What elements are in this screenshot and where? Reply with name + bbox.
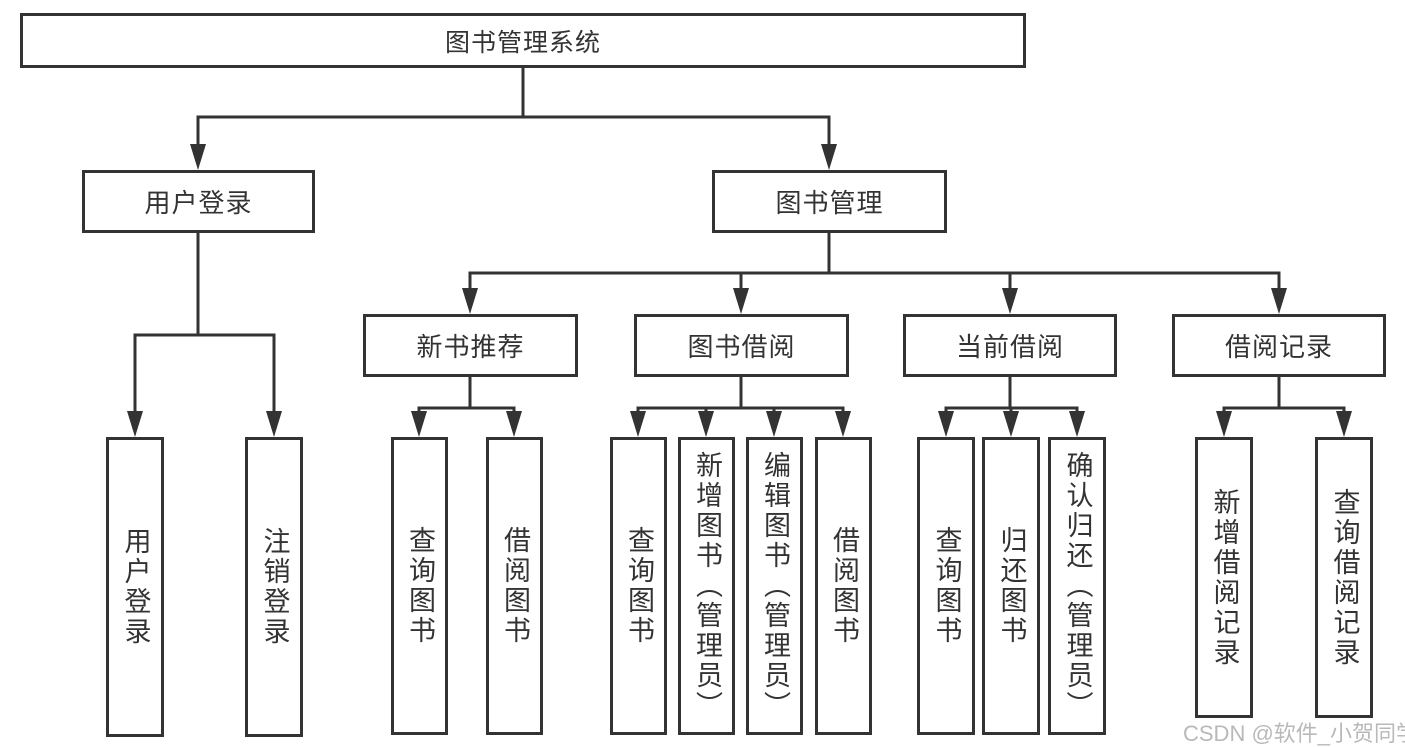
leaf-borrow-add-admin: 新增图书（管理员） — [678, 437, 735, 735]
csdn-watermark: CSDN @软件_小贺同学 — [1183, 721, 1405, 746]
node-user-login-label: 用户登录 — [144, 188, 253, 218]
node-book-management: 图书管理 — [712, 170, 947, 233]
leaf-current-return: 归还图书 — [982, 437, 1040, 735]
node-user-login: 用户登录 — [82, 170, 315, 233]
leaf-user-login: 用户登录 — [106, 437, 164, 737]
leaf-records-add: 新增借阅记录 — [1195, 437, 1253, 718]
leaf-records-query-label: 查询借阅记录 — [1329, 487, 1360, 668]
leaf-borrow-book: 借阅图书 — [815, 437, 872, 735]
leaf-newbooks-borrow: 借阅图书 — [486, 437, 543, 735]
node-current-borrow: 当前借阅 — [903, 314, 1117, 377]
leaf-borrow-add-admin-label: 新增图书（管理员） — [692, 451, 722, 721]
leaf-user-login-label: 用户登录 — [120, 527, 151, 647]
node-root-label: 图书管理系统 — [444, 28, 601, 57]
leaf-current-query-label: 查询图书 — [931, 526, 962, 646]
node-new-books: 新书推荐 — [363, 314, 578, 377]
node-book-borrow-label: 图书借阅 — [687, 332, 796, 362]
leaf-borrow-query: 查询图书 — [610, 437, 667, 735]
leaf-borrow-edit-admin-label: 编辑图书（管理员） — [760, 451, 790, 721]
leaf-borrow-edit-admin: 编辑图书（管理员） — [746, 437, 803, 735]
leaf-current-confirm-admin: 确认归还（管理员） — [1048, 437, 1106, 735]
leaf-borrow-query-label: 查询图书 — [624, 526, 654, 646]
leaf-logout-label: 注销登录 — [259, 527, 290, 647]
leaf-records-query: 查询借阅记录 — [1315, 437, 1373, 718]
leaf-current-return-label: 归还图书 — [996, 526, 1027, 646]
node-new-books-label: 新书推荐 — [416, 332, 525, 362]
node-book-borrow: 图书借阅 — [634, 314, 849, 377]
node-book-management-label: 图书管理 — [775, 188, 884, 218]
node-borrow-records-label: 借阅记录 — [1224, 332, 1333, 362]
leaf-newbooks-borrow-label: 借阅图书 — [500, 526, 530, 646]
leaf-borrow-book-label: 借阅图书 — [829, 526, 859, 646]
leaf-newbooks-query: 查询图书 — [391, 437, 448, 735]
leaf-logout: 注销登录 — [245, 437, 303, 737]
leaf-current-confirm-admin-label: 确认归还（管理员） — [1062, 451, 1093, 721]
node-borrow-records: 借阅记录 — [1172, 314, 1386, 377]
leaf-current-query: 查询图书 — [917, 437, 975, 735]
node-current-borrow-label: 当前借阅 — [955, 332, 1064, 362]
node-root-system: 图书管理系统 — [20, 13, 1026, 68]
leaf-newbooks-query-label: 查询图书 — [405, 526, 435, 646]
leaf-records-add-label: 新增借阅记录 — [1209, 487, 1240, 668]
